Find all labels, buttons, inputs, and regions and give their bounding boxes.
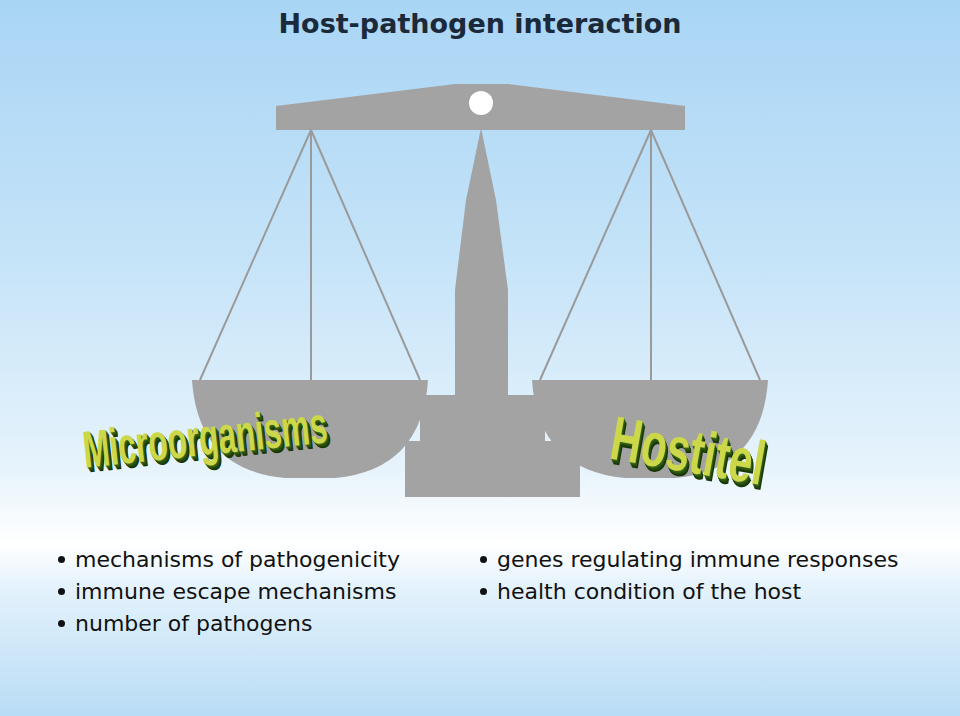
pivot (469, 91, 493, 115)
bullet-dot (58, 588, 65, 595)
bullet-dot (480, 556, 487, 563)
host-factor: health condition of the host (497, 579, 801, 604)
left-strings (200, 130, 420, 380)
pathogen-factor: immune escape mechanisms (75, 579, 396, 604)
scale-pillar (455, 128, 508, 395)
bullet-dot (58, 620, 65, 627)
bullet-dot (480, 588, 487, 595)
scale-beam (276, 84, 685, 130)
title: Host-pathogen interaction (0, 8, 960, 39)
pathogen-factor: number of pathogens (75, 611, 312, 636)
host-factor: genes regulating immune responses (497, 547, 898, 572)
bullet-dot (58, 556, 65, 563)
bullet-item: mechanisms of pathogenicity (58, 547, 400, 572)
right-strings (540, 130, 760, 380)
bullet-item: number of pathogens (58, 611, 312, 636)
bullet-item: health condition of the host (480, 579, 801, 604)
bullet-item: genes regulating immune responses (480, 547, 898, 572)
pathogen-factor: mechanisms of pathogenicity (75, 547, 400, 572)
scale-base (405, 441, 580, 497)
scale-base-step (420, 395, 545, 441)
bullet-item: immune escape mechanisms (58, 579, 396, 604)
